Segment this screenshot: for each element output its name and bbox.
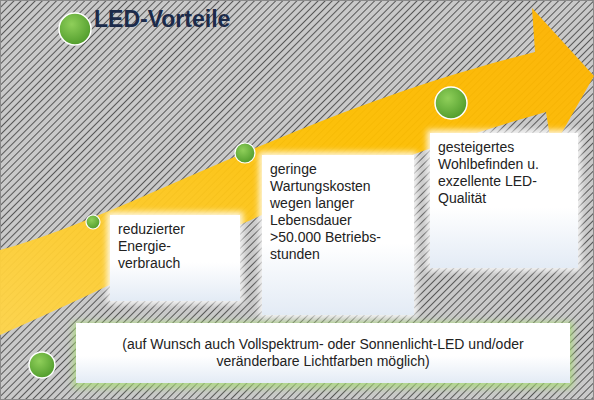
benefit-box: reduzierter Energie- verbrauch (110, 215, 240, 301)
diagram-title: LED-Vorteile (94, 6, 230, 33)
green-dot (235, 143, 255, 163)
green-dot (86, 215, 100, 229)
box-text: (auf Wunsch auch Vollspektrum- oder Sonn… (84, 336, 562, 370)
box-text: reduzierter Energie- verbrauch (118, 221, 232, 272)
growth-arrow (0, 8, 594, 335)
benefit-box: gesteigertes Wohlbefinden u. exzellente … (430, 133, 578, 268)
green-dot (59, 13, 91, 45)
box-text: geringe Wartungskosten wegen langer Lebe… (270, 161, 406, 263)
green-dot (435, 87, 467, 119)
box-text: gesteigertes Wohlbefinden u. exzellente … (438, 139, 570, 207)
note-box: (auf Wunsch auch Vollspektrum- oder Sonn… (76, 323, 570, 383)
benefit-box: geringe Wartungskosten wegen langer Lebe… (262, 155, 414, 315)
green-dot (29, 352, 55, 378)
